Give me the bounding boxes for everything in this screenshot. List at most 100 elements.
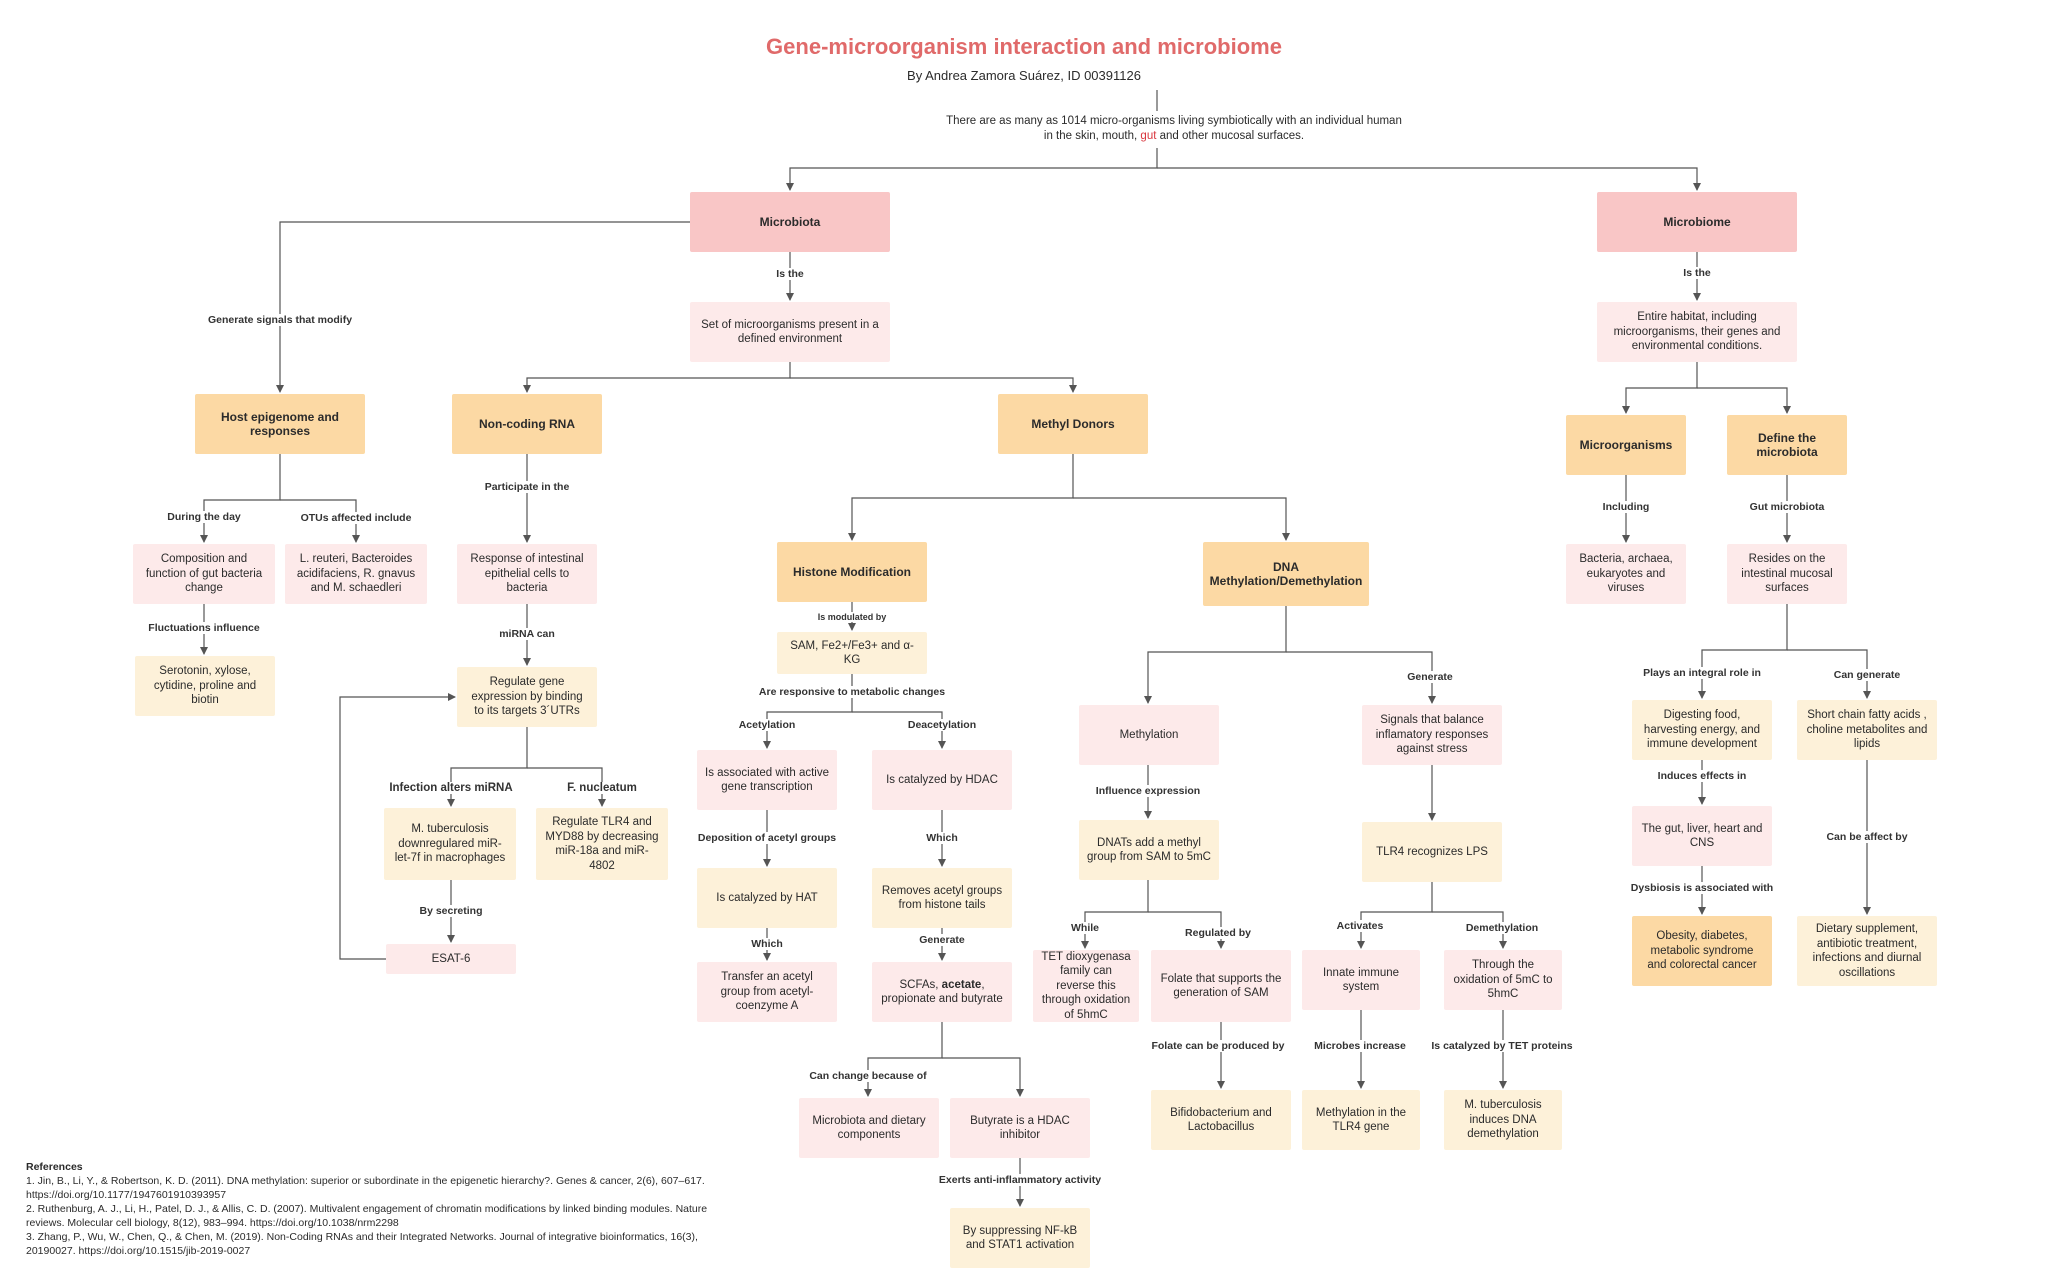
connector bbox=[1073, 497, 1290, 541]
label-folate-produced: Folate can be produced by bbox=[1148, 1040, 1288, 1052]
label-generate-signals-balance: Generate bbox=[1404, 671, 1456, 683]
node-dnats: DNATs add a methyl group from SAM to 5mC bbox=[1079, 820, 1219, 880]
label-including: Including bbox=[1599, 501, 1653, 513]
label-regulated-by: Regulated by bbox=[1182, 927, 1254, 939]
node-m-tuberculosis-dna: M. tuberculosis induces DNA demethylatio… bbox=[1444, 1090, 1562, 1150]
label-deacetylation: Deacetylation bbox=[904, 719, 980, 731]
node-associated-active: Is associated with active gene transcrip… bbox=[697, 750, 837, 810]
node-microbiome: Microbiome bbox=[1597, 192, 1797, 252]
node-tlr4-lps: TLR4 recognizes LPS bbox=[1362, 822, 1502, 882]
reference-item-2: 2. Ruthenburg, A. J., Li, H., Patel, D. … bbox=[26, 1203, 708, 1229]
node-define-microbiota: Define the microbiota bbox=[1727, 415, 1847, 475]
intro-line-1: There are as many as 1014 micro-organism… bbox=[946, 115, 1402, 127]
intro-line-2: in the skin, mouth, gut and other mucosa… bbox=[874, 129, 1474, 144]
node-serotonin: Serotonin, xylose, cytidine, proline and… bbox=[135, 656, 275, 716]
label-otus-affected: OTUs affected include bbox=[297, 512, 415, 524]
scfas-text: SCFAs, acetate, propionate and butyrate bbox=[881, 978, 1003, 1006]
node-microorganisms: Microorganisms bbox=[1566, 415, 1686, 475]
node-innate-immune: Innate immune system bbox=[1302, 950, 1420, 1010]
connector bbox=[848, 454, 1074, 541]
references-heading: References bbox=[26, 1161, 83, 1173]
label-by-secreting: By secreting bbox=[416, 905, 486, 917]
label-is-the-microbiota: Is the bbox=[773, 268, 807, 280]
label-deposition: Deposition of acetyl groups bbox=[694, 832, 840, 844]
connector bbox=[1357, 882, 1433, 949]
label-which-hat: Which bbox=[748, 938, 786, 950]
label-fluctuations: Fluctuations influence bbox=[145, 622, 263, 634]
node-set-microorganisms: Set of microorganisms present in a defin… bbox=[690, 302, 890, 362]
label-is-the-microbiome: Is the bbox=[1680, 267, 1714, 279]
label-during-day: During the day bbox=[164, 511, 244, 523]
label-generate-scfas: Generate bbox=[916, 934, 968, 946]
intro-line-2-start: in the skin, mouth, bbox=[1043, 130, 1141, 142]
label-microbes-increase: Microbes increase bbox=[1311, 1040, 1409, 1052]
connector bbox=[864, 1022, 943, 1097]
node-regulate-tlr4: Regulate TLR4 and MYD88 by decreasing mi… bbox=[536, 808, 668, 880]
node-methylation: Methylation bbox=[1079, 705, 1219, 765]
node-methyl-donors: Methyl Donors bbox=[998, 394, 1148, 454]
node-butyrate-hdac: Butyrate is a HDAC inhibitor bbox=[950, 1098, 1090, 1158]
label-plays-integral: Plays an integral role in bbox=[1640, 667, 1764, 679]
connector bbox=[339, 693, 456, 960]
label-demethylation: Demethylation bbox=[1462, 922, 1542, 934]
label-gut-microbiota: Gut microbiota bbox=[1746, 501, 1828, 513]
connector bbox=[523, 362, 791, 393]
node-response-epithelial: Response of intestinal epithelial cells … bbox=[457, 544, 597, 604]
node-entire-habitat: Entire habitat, including microorganisms… bbox=[1597, 302, 1797, 362]
node-scfas: SCFAs, acetate, propionate and butyrate bbox=[872, 962, 1012, 1022]
reference-item-3: 3. Zhang, P., Wu, W., Chen, Q., & Chen, … bbox=[26, 1231, 698, 1257]
connector bbox=[200, 454, 281, 543]
node-microbiota-dietary: Microbiota and dietary components bbox=[799, 1098, 939, 1158]
node-l-reuteri: L. reuteri, Bacteroides acidifaciens, R.… bbox=[285, 544, 427, 604]
node-transfer-acetyl: Transfer an acetyl group from acetyl-coe… bbox=[697, 962, 837, 1022]
label-can-generate: Can generate bbox=[1830, 669, 1904, 681]
node-composition-change: Composition and function of gut bacteria… bbox=[133, 544, 275, 604]
node-methylation-tlr4: Methylation in the TLR4 gene bbox=[1302, 1090, 1420, 1150]
connector bbox=[276, 221, 690, 393]
node-catalyzed-hat: Is catalyzed by HAT bbox=[697, 868, 837, 928]
label-induces-effects: Induces effects in bbox=[1654, 770, 1750, 782]
connector bbox=[1144, 606, 1287, 704]
label-are-responsive: Are responsive to metabolic changes bbox=[755, 686, 949, 698]
node-folate: Folate that supports the generation of S… bbox=[1151, 950, 1291, 1022]
node-regulate-gene: Regulate gene expression by binding to i… bbox=[457, 667, 597, 727]
label-generate-signals: Generate signals that modify bbox=[204, 314, 356, 326]
connector bbox=[1698, 604, 1788, 699]
node-tet-dioxygenasa: TET dioxygenasa family can reverse this … bbox=[1033, 950, 1139, 1022]
node-m-tuberculosis-mir: M. tuberculosis downregulared miR-let-7f… bbox=[384, 808, 516, 880]
node-signals-balance: Signals that balance inflamatory respons… bbox=[1362, 705, 1502, 765]
node-bacteria-archaea: Bacteria, archaea, eukaryotes and viruse… bbox=[1566, 544, 1686, 604]
intro-text: There are as many as 1014 micro-organism… bbox=[874, 114, 1474, 144]
node-suppressing-nfkb: By suppressing NF-kB and STAT1 activatio… bbox=[950, 1208, 1090, 1268]
node-histone-modification: Histone Modification bbox=[777, 542, 927, 602]
intro-line-2-end: and other mucosal surfaces. bbox=[1156, 130, 1305, 142]
connector bbox=[790, 377, 1077, 393]
node-host-epigenome: Host epigenome and responses bbox=[195, 394, 365, 454]
node-removes-acetyl: Removes acetyl groups from histone tails bbox=[872, 868, 1012, 928]
label-dysbiosis: Dysbiosis is associated with bbox=[1627, 882, 1777, 894]
connector bbox=[1697, 387, 1791, 414]
label-influence-expression: Influence expression bbox=[1092, 785, 1204, 797]
label-f-nucleatum: F. nucleatum bbox=[564, 782, 640, 794]
node-through-oxidation: Through the oxidation of 5mC to 5hmC bbox=[1444, 950, 1562, 1010]
references-section: References 1. Jin, B., Li, Y., & Roberts… bbox=[26, 1160, 746, 1258]
label-acetylation: Acetylation bbox=[735, 719, 799, 731]
author-line: By Andrea Zamora Suárez, ID 00391126 bbox=[907, 68, 1141, 83]
label-while: While bbox=[1068, 922, 1102, 934]
reference-item-1: 1. Jin, B., Li, Y., & Robertson, K. D. (… bbox=[26, 1175, 705, 1201]
page-title: Gene-microorganism interaction and micro… bbox=[766, 34, 1282, 59]
connector bbox=[1432, 911, 1507, 949]
node-dna-methylation: DNA Methylation/Demethylation bbox=[1203, 542, 1369, 606]
intro-highlight-gut: gut bbox=[1140, 130, 1157, 142]
label-which-hdac: Which bbox=[923, 832, 961, 844]
label-is-modulated: Is modulated by bbox=[814, 612, 890, 622]
label-exerts: Exerts anti-inflammatory activity bbox=[935, 1174, 1105, 1186]
label-catalyzed-tet: Is catalyzed by TET proteins bbox=[1428, 1040, 1576, 1052]
label-participate: Participate in the bbox=[481, 481, 573, 493]
connector bbox=[1622, 362, 1698, 414]
node-bifidobacterium: Bifidobacterium and Lactobacillus bbox=[1151, 1090, 1291, 1150]
label-activates: Activates bbox=[1333, 920, 1387, 932]
connector bbox=[447, 727, 528, 807]
connector bbox=[1081, 880, 1149, 949]
